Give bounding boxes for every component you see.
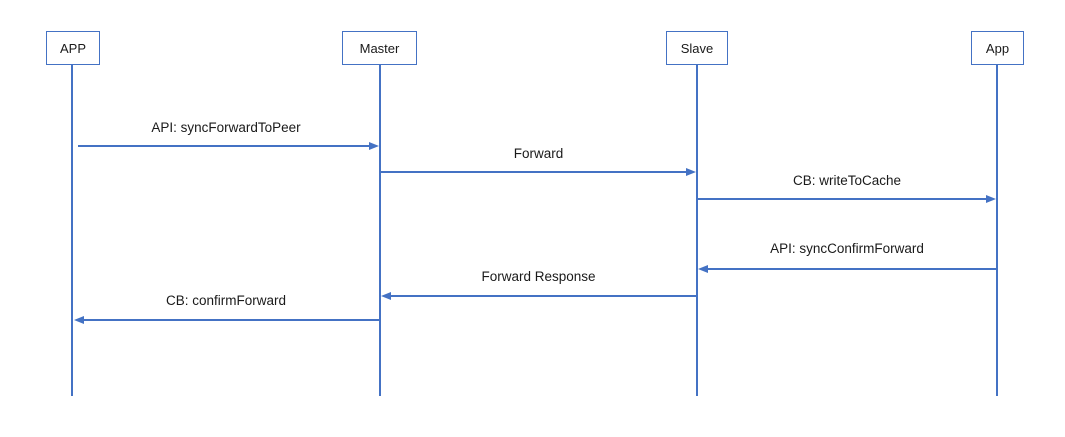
- lifeline-app-left: [71, 65, 73, 396]
- actor-box-master: Master: [342, 31, 417, 65]
- actor-box-app-left: APP: [46, 31, 100, 65]
- message-line: [78, 145, 370, 147]
- lifeline-app-right: [996, 65, 998, 396]
- arrowhead-left-icon: [381, 292, 391, 300]
- message-line: [84, 319, 380, 321]
- message-line: [698, 198, 987, 200]
- arrowhead-right-icon: [986, 195, 996, 203]
- message-line: [391, 295, 697, 297]
- actor-label: Slave: [680, 40, 714, 56]
- message-label: API: syncConfirmForward: [770, 241, 924, 256]
- message-label: Forward: [513, 146, 564, 161]
- message-line: [708, 268, 997, 270]
- lifeline-master: [379, 65, 381, 396]
- arrowhead-left-icon: [698, 265, 708, 273]
- message-line: [381, 171, 687, 173]
- message-label: Forward Response: [481, 269, 596, 284]
- arrowhead-left-icon: [74, 316, 84, 324]
- actor-label: App: [985, 40, 1010, 56]
- actor-box-slave: Slave: [666, 31, 728, 65]
- actor-label: Master: [359, 40, 400, 56]
- actor-box-app-right: App: [971, 31, 1024, 65]
- actor-label: APP: [59, 40, 86, 56]
- lifeline-slave: [696, 65, 698, 396]
- arrowhead-right-icon: [369, 142, 379, 150]
- message-label: CB: writeToCache: [792, 173, 902, 188]
- message-label: API: syncForwardToPeer: [151, 120, 301, 135]
- message-label: CB: confirmForward: [165, 293, 287, 308]
- arrowhead-right-icon: [686, 168, 696, 176]
